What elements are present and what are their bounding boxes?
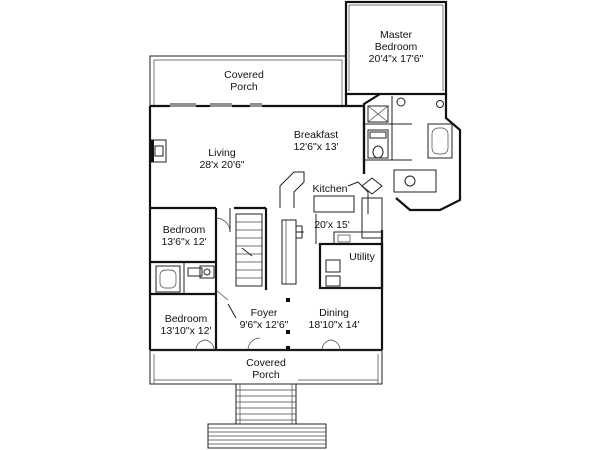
stairs <box>235 208 268 290</box>
room-label-foyer: Foyer 9'6"x 12'6" <box>240 307 289 331</box>
hall-bath <box>150 262 229 301</box>
room-label-breakfast: Breakfast 12'6"x 13' <box>293 129 338 153</box>
room-label-kitchen: Kitchen 20'x 15' <box>312 183 349 231</box>
master-bedroom-name-line1: Master <box>380 29 413 41</box>
front-porch-name-line1: Covered <box>246 357 286 369</box>
breakfast-name: Breakfast <box>294 129 338 141</box>
front-steps <box>207 383 327 449</box>
room-label-living: Living 28'x 20'6" <box>199 147 244 171</box>
hall-partitions <box>281 219 304 285</box>
bedroom-1-name: Bedroom <box>163 224 206 236</box>
front-porch-name-line2: Porch <box>252 369 280 381</box>
room-label-master-bedroom: Master Bedroom 20'4"x 17'6" <box>369 29 424 65</box>
bedroom-2-name: Bedroom <box>165 313 208 325</box>
master-bedroom-outline <box>344 0 448 96</box>
living-name: Living <box>208 147 236 159</box>
room-label-rear-porch: Covered Porch <box>224 69 264 93</box>
dining-size: 18'10"x 14' <box>309 319 360 331</box>
living-size: 28'x 20'6" <box>199 159 244 171</box>
master-bedroom-name-line2: Bedroom <box>375 41 418 53</box>
kitchen-size: 20'x 15' <box>314 219 350 231</box>
bedroom-2-size: 13'10"x 12' <box>161 325 212 337</box>
bedroom-1-walls <box>150 206 266 264</box>
rear-porch-name-line1: Covered <box>224 69 264 81</box>
master-bedroom-size: 20'4"x 17'6" <box>369 53 424 65</box>
bedroom-1-size: 13'6"x 12' <box>161 236 206 248</box>
front-doors <box>195 337 341 351</box>
room-label-bedroom-2: Bedroom 13'10"x 12' <box>161 313 212 337</box>
kitchen-name: Kitchen <box>312 183 347 195</box>
utility-name: Utility <box>349 251 375 263</box>
room-label-front-porch: Covered Porch <box>246 357 286 381</box>
master-bath-outline <box>362 93 462 212</box>
utility-walls <box>318 242 384 290</box>
fireplace <box>149 139 167 163</box>
room-label-dining: Dining 18'10"x 14' <box>309 307 360 331</box>
room-label-utility: Utility <box>349 251 375 263</box>
foyer-name: Foyer <box>251 307 278 319</box>
foyer-size: 9'6"x 12'6" <box>240 319 289 331</box>
foyer-dining-walls <box>214 298 290 350</box>
rear-porch-name-line2: Porch <box>230 81 258 93</box>
breakfast-size: 12'6"x 13' <box>293 141 338 153</box>
dining-name: Dining <box>319 307 349 319</box>
room-label-bedroom-1: Bedroom 13'6"x 12' <box>161 224 206 248</box>
